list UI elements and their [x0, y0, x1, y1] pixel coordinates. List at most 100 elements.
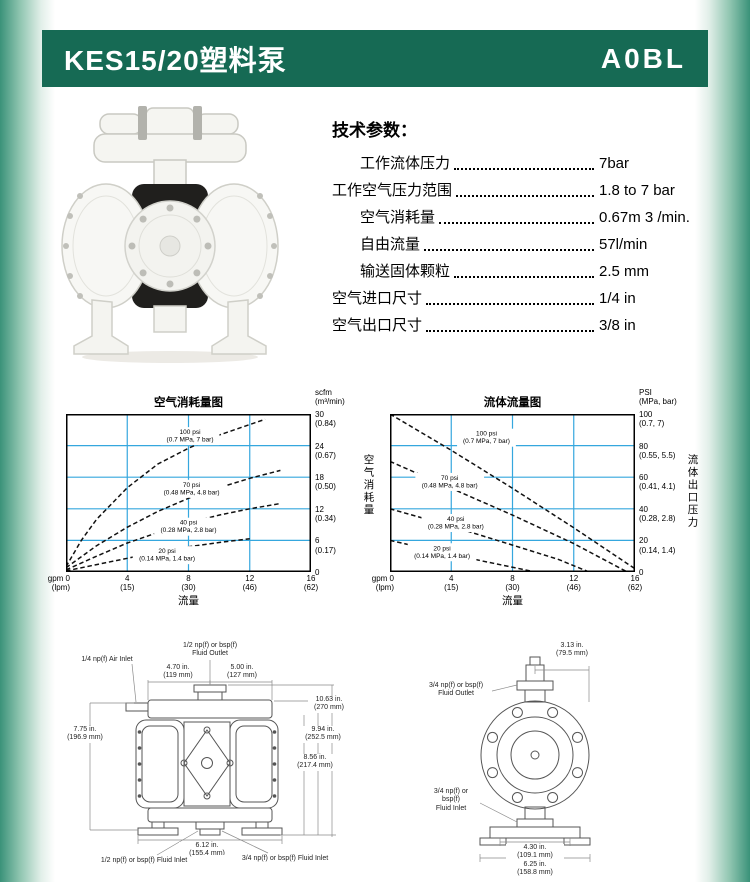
- label-dim-8-56: 8.56 in. (217.4 mm): [292, 754, 338, 771]
- svg-text:100 psi: 100 psi: [476, 431, 497, 438]
- x-tick-label: 4 (15): [444, 574, 459, 593]
- front-view-lineart: [89, 660, 336, 856]
- x-tick-label: 8 (30): [181, 574, 196, 593]
- dotted-leader: [454, 276, 594, 278]
- y-axis-title: 流体出口压力: [686, 454, 699, 529]
- x-tick-label: 12 (46): [566, 574, 581, 593]
- spec-value: 2.5 mm: [599, 263, 650, 280]
- dotted-leader: [456, 195, 594, 197]
- label-fluid-outlet: 3/4 np(f) or bsp(f) Fluid Outlet: [420, 682, 492, 699]
- label-dim-4-70: 4.70 in. (119 mm): [150, 664, 206, 681]
- y-tick-label: 40 (0.28, 2.8): [639, 504, 676, 523]
- x-axis-labels: gpm 0 (lpm)4 (15)8 (30)12 (46)16 (62): [372, 572, 642, 593]
- label-air-inlet: 1/4 np(f) Air Inlet: [64, 656, 150, 665]
- y-axis-title: 空气消耗量: [362, 454, 375, 517]
- y-tick-label: 12 (0.34): [315, 504, 336, 523]
- label-dim-4-30: 4.30 in. (109.1 mm): [506, 844, 564, 861]
- air-consumption-plot-svg: 100 psi(0.7 MPa, 7 bar)70 psi(0.48 MPa, …: [65, 414, 311, 572]
- x-tick-label: 4 (15): [120, 574, 135, 593]
- svg-text:(0.48 MPa, 4.8 bar): (0.48 MPa, 4.8 bar): [164, 489, 220, 496]
- y-tick-label: 100 (0.7, 7): [639, 410, 665, 429]
- y-axis-labels: scfm (m³/min) 30 (0.84)24 (0.67)18 (0.50…: [311, 388, 363, 577]
- label-dim-7-75: 7.75 in. (196.9 mm): [62, 726, 108, 743]
- chart-title: 空气消耗量图: [154, 397, 223, 409]
- y-tick-label: 18 (0.50): [315, 473, 336, 492]
- y-tick-label: 24 (0.67): [315, 441, 336, 460]
- dotted-leader: [426, 330, 594, 332]
- spec-value: 7bar: [599, 155, 630, 172]
- label-dim-6-12: 6.12 in. (155.4 mm): [179, 842, 235, 859]
- x-tick-label: 12 (46): [242, 574, 257, 593]
- label-dim-9-94: 9.94 in. (252.5 mm): [300, 726, 346, 743]
- spec-row: 自由流量 57l/min: [332, 236, 712, 254]
- spec-row: 工作空气压力范围 1.8 to 7 bar: [332, 182, 712, 200]
- fluid-flow-plot-svg: 100 psi(0.7 MPa, 7 bar) 70 psi(0.48 MPa, …: [389, 413, 636, 573]
- y-axis-labels: PSI (MPa, bar) 100 (0.7, 7) 80 (0.55, 5.5…: [635, 388, 687, 577]
- spec-row: 工作流体压力 7bar: [332, 155, 712, 173]
- label-fluid-inlet-left: 1/2 np(f) or bsp(f) Fluid Inlet: [76, 857, 212, 866]
- y-tick-label: 20 (0.14, 1.4): [639, 536, 676, 555]
- x-origin-label: gpm 0 (lpm): [371, 574, 394, 593]
- front-view-drawing: 1/2 np(f) or bsp(f) Fluid Outlet 1/4 np(…: [62, 640, 352, 875]
- svg-text:(0.14 MPa, 1.4 bar): (0.14 MPa, 1.4 bar): [139, 556, 195, 563]
- svg-text:(0.7 MPa, 7 bar): (0.7 MPa, 7 bar): [463, 438, 510, 445]
- pump-photo: [50, 100, 290, 365]
- spec-label: 空气出口尺寸: [332, 317, 423, 334]
- svg-text:(0.48 MPa, 4.8 bar): (0.48 MPa, 4.8 bar): [422, 482, 478, 489]
- y-tick-label: 80 (0.55, 5.5): [639, 441, 676, 460]
- page-title: KES15/20塑料泵: [64, 44, 287, 76]
- label-fluid-inlet: 3/4 np(f) or bsp(f) Fluid Inlet: [422, 788, 480, 814]
- spec-row: 空气消耗量 0.67m 3 /min.: [332, 209, 712, 227]
- y-tick-label: 60 (0.41, 4.1): [639, 473, 676, 492]
- label-dim-6-25: 6.25 in. (158.8 mm): [504, 861, 566, 878]
- header-bar: KES15/20塑料泵 A0BL: [42, 30, 708, 87]
- spec-value: 3/8 in: [599, 317, 636, 334]
- y-tick-label: 30 (0.84): [315, 410, 336, 429]
- spec-label: 空气消耗量: [360, 209, 436, 226]
- technical-parameters: 技术参数： 工作流体压力 7bar 工作空气压力范围 1.8 to 7 bar …: [332, 116, 712, 344]
- svg-text:(0.7 MPa, 7 bar): (0.7 MPa, 7 bar): [167, 437, 214, 444]
- label-fluid-outlet: 1/2 np(f) or bsp(f) Fluid Outlet: [160, 642, 260, 659]
- pump-illustration: [61, 106, 279, 363]
- specs-title: 技术参数：: [332, 121, 417, 140]
- svg-text:20 psi: 20 psi: [433, 545, 450, 552]
- fluid-flow-chart: 流体流量图 100 psi(0.7 MPa, 7 bar) 70 psi(0.48…: [372, 388, 699, 608]
- spec-row: 输送固体颗粒 2.5 mm: [332, 263, 712, 281]
- dotted-leader: [424, 249, 594, 251]
- x-origin-label: gpm 0 (lpm): [47, 574, 70, 593]
- chart-title: 流体流量图: [483, 397, 542, 409]
- svg-text:40 psi: 40 psi: [447, 516, 464, 523]
- svg-text:70 psi: 70 psi: [441, 475, 458, 482]
- spec-label: 空气进口尺寸: [332, 290, 423, 307]
- spec-row: 空气进口尺寸 1/4 in: [332, 290, 712, 308]
- svg-text:70 psi: 70 psi: [183, 482, 200, 489]
- side-view-drawing: 3.13 in. (79.5 mm) 3/4 np(f) or bsp(f) F…: [418, 640, 653, 880]
- label-dim-3-13: 3.13 in. (79.5 mm): [546, 642, 598, 659]
- svg-text:(0.28 MPa, 2.8 bar): (0.28 MPa, 2.8 bar): [428, 524, 484, 531]
- y-tick-label: 6 (0.17): [315, 536, 336, 555]
- model-code: A0BL: [600, 42, 686, 74]
- right-edge-gradient: [695, 0, 750, 882]
- dotted-leader: [454, 168, 594, 170]
- side-view-lineart: [477, 656, 591, 862]
- x-axis-title: 流量: [502, 595, 523, 607]
- air-consumption-chart: 空气消耗量图 100 psi(0.7 MPa, 7 bar)70 psi(0.4…: [48, 388, 375, 608]
- y-axis-unit-header: PSI (MPa, bar): [639, 388, 677, 407]
- dotted-leader: [426, 303, 594, 305]
- spec-row: 空气出口尺寸 3/8 in: [332, 317, 712, 335]
- fluid-flow-plot: 100 psi(0.7 MPa, 7 bar) 70 psi(0.48 MPa, …: [389, 413, 636, 573]
- spec-value: 57l/min: [599, 236, 648, 253]
- spec-label: 工作空气压力范围: [332, 182, 453, 199]
- svg-text:(0.14 MPa, 1.4 bar): (0.14 MPa, 1.4 bar): [414, 553, 470, 560]
- x-axis-title: 流量: [178, 595, 199, 607]
- spec-label: 自由流量: [360, 236, 421, 253]
- svg-text:40 psi: 40 psi: [180, 520, 197, 527]
- air-consumption-plot: 100 psi(0.7 MPa, 7 bar)70 psi(0.48 MPa, …: [65, 414, 311, 572]
- label-fluid-inlet-right: 3/4 np(f) or bsp(f) Fluid Inlet: [218, 855, 352, 864]
- dotted-leader: [439, 222, 594, 224]
- spec-value: 1.8 to 7 bar: [599, 182, 675, 199]
- y-tick-label: 0: [639, 568, 644, 577]
- left-edge-gradient: [0, 0, 55, 882]
- svg-text:(0.28 MPa, 2.8 bar): (0.28 MPa, 2.8 bar): [161, 527, 217, 534]
